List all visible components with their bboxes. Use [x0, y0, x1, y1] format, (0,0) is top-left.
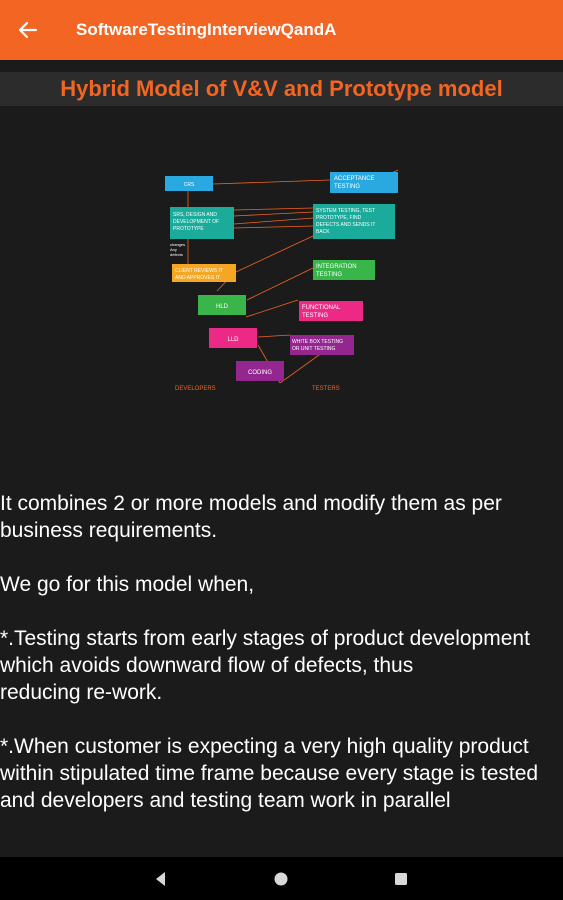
svg-text:FUNCTIONAL: FUNCTIONAL [302, 305, 341, 311]
diagram-box-coding: CODING [236, 361, 284, 381]
nav-home-button[interactable] [270, 868, 292, 890]
triangle-back-icon [156, 872, 165, 886]
square-recents-icon [395, 873, 407, 885]
content-area[interactable]: Hybrid Model of V&V and Prototype model [0, 60, 563, 857]
svg-text:TESTING: TESTING [334, 184, 360, 190]
paragraph-quality: *.When customer is expecting a very high… [0, 735, 539, 812]
paragraph-early-testing: *.Testing starts from early stages of pr… [0, 627, 530, 704]
svg-text:SRS, DESIGN AND: SRS, DESIGN AND [173, 212, 217, 218]
app-bar: SoftwareTestingInterviewQandA [0, 0, 563, 60]
testers-label: TESTERS [312, 386, 340, 392]
svg-text:DEFECTS AND SENDS IT: DEFECTS AND SENDS IT [316, 222, 375, 228]
diagram-box-system-testing: SYSTEM TESTING, TEST PROTOTYPE, FIND DEF… [313, 204, 395, 239]
svg-text:INTEGRATION: INTEGRATION [316, 264, 357, 270]
diagram-box-lld: LLD [209, 328, 257, 348]
svg-text:AND APPROVES IT: AND APPROVES IT [175, 275, 220, 281]
svg-text:PROTOTYPE: PROTOTYPE [173, 226, 204, 232]
svg-text:DEVELOPMENT OF: DEVELOPMENT OF [173, 219, 219, 225]
svg-text:OR UNIT TESTING: OR UNIT TESTING [292, 346, 336, 352]
arrow-left-icon [18, 21, 38, 39]
vv-hybrid-diagram: CRS ACCEPTANCE TESTING SRS, DESIGN AND D… [165, 169, 399, 392]
svg-text:PROTOTYPE, FIND: PROTOTYPE, FIND [316, 215, 362, 221]
developers-label: DEVELOPERS [175, 386, 216, 392]
diagram-box-functional-testing: FUNCTIONAL TESTING [299, 301, 363, 321]
article-body: It combines 2 or more models and modify … [0, 490, 563, 841]
svg-text:defects: defects [170, 252, 183, 257]
svg-text:TESTING: TESTING [316, 272, 342, 278]
paragraph-intro: It combines 2 or more models and modify … [0, 492, 502, 542]
svg-text:SYSTEM TESTING, TEST: SYSTEM TESTING, TEST [316, 208, 375, 214]
svg-text:Any: Any [170, 247, 177, 252]
diagram-box-acceptance-testing: ACCEPTANCE TESTING [330, 172, 398, 193]
svg-text:ACCEPTANCE: ACCEPTANCE [334, 176, 375, 182]
circle-home-icon [274, 872, 288, 886]
svg-text:LLD: LLD [227, 337, 239, 343]
diagram-box-integration-testing: INTEGRATION TESTING [313, 260, 375, 280]
diagram-side-note: changes Any defects [170, 242, 185, 257]
diagram-box-crs: CRS [165, 176, 213, 191]
system-nav-bar [0, 857, 563, 900]
diagram-box-client-review: CLIENT REVIEWS IT AND APPROVES IT [172, 264, 236, 282]
nav-back-button[interactable] [150, 868, 172, 890]
diagram-box-srs-design: SRS, DESIGN AND DEVELOPMENT OF PROTOTYPE [170, 207, 234, 239]
diagram-box-unit-testing: WHITE BOX TESTING OR UNIT TESTING [290, 335, 354, 355]
heading-band: Hybrid Model of V&V and Prototype model [0, 72, 563, 106]
svg-text:TESTING: TESTING [302, 313, 328, 319]
page-heading: Hybrid Model of V&V and Prototype model [60, 76, 503, 101]
back-button[interactable] [0, 0, 56, 60]
app-title: SoftwareTestingInterviewQandA [76, 20, 337, 39]
svg-text:HLD: HLD [216, 304, 229, 310]
svg-text:changes: changes [170, 242, 185, 247]
diagram-box-hld: HLD [198, 295, 246, 315]
svg-text:CODING: CODING [248, 370, 272, 376]
paragraph-when: We go for this model when, [0, 573, 255, 596]
svg-text:BACK: BACK [316, 229, 330, 235]
svg-text:WHITE BOX TESTING: WHITE BOX TESTING [292, 339, 343, 345]
svg-text:CLIENT REVIEWS IT: CLIENT REVIEWS IT [175, 268, 223, 274]
svg-text:CRS: CRS [184, 182, 195, 188]
nav-recents-button[interactable] [390, 868, 412, 890]
